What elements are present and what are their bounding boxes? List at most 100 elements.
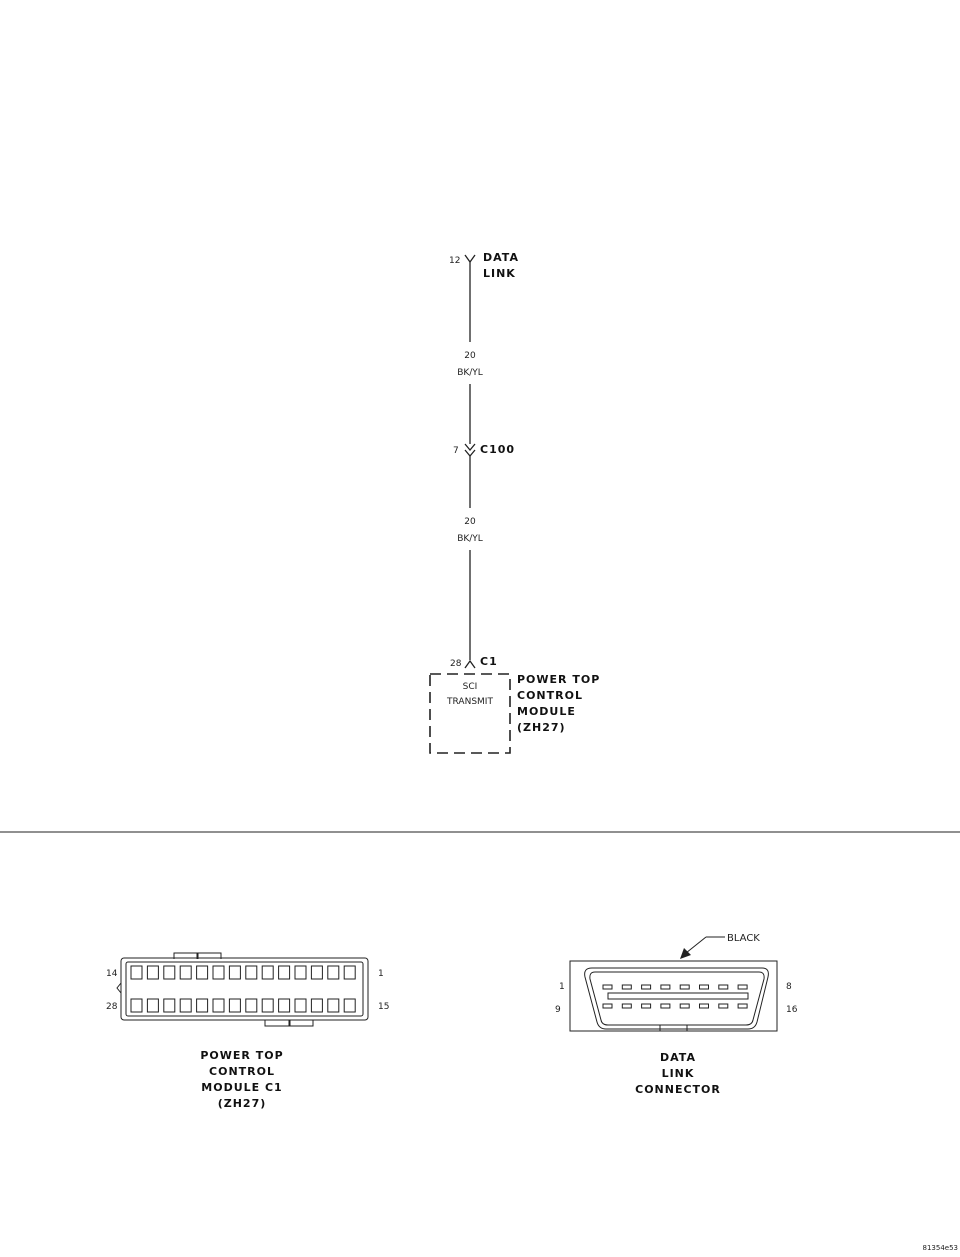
figure-id: 81354e53 (923, 1244, 958, 1252)
dlc-caption-2: LINK (662, 1067, 695, 1080)
data-link-terminal: 12 DATA LINK (449, 251, 519, 280)
cavity-top (228, 965, 241, 980)
dlc-label-pin-8: 8 (786, 982, 792, 992)
cavity-top (310, 965, 323, 980)
c1-caption-4: (ZH27) (218, 1097, 267, 1110)
bottom-latch-left (264, 1020, 290, 1027)
dlc-cavity-bottom (679, 1003, 690, 1009)
dlc-cavity-top (679, 984, 690, 990)
cavity-bottom (163, 998, 176, 1013)
cavity-bottom (261, 998, 274, 1013)
dlc-face-outer (584, 967, 769, 1030)
dlc-bottom-tab (659, 1024, 688, 1032)
dlc-label-pin-9: 9 (555, 1005, 561, 1015)
c100-label: C100 (480, 443, 515, 456)
c1-label-pin-1: 1 (378, 969, 384, 979)
dlc-cavity-top (641, 984, 652, 990)
dlc-cavity-bottom (602, 1003, 613, 1009)
cavity-top (261, 965, 274, 980)
cavity-bottom (245, 998, 258, 1013)
module-name-4: (ZH27) (517, 721, 566, 734)
dlc-cavity-top (699, 984, 709, 990)
module-name-2: CONTROL (517, 689, 583, 702)
dlc-cavity-bottom (660, 1003, 671, 1009)
cavity-bottom (179, 998, 192, 1013)
ptcm-c1-connector: 14 1 28 15 POWER TOP CONTROL MODULE C1 (… (106, 952, 389, 1110)
cavity-bottom (212, 998, 225, 1013)
dlc-cavity-bottom (699, 1003, 709, 1009)
module-name-3: MODULE (517, 705, 576, 718)
connector-body-outer (120, 957, 369, 1021)
cavity-top (245, 965, 258, 980)
cavity-bottom (278, 998, 291, 1013)
c100-pin: 7 (453, 446, 459, 456)
cavity-top (343, 965, 356, 980)
top-latch-left (173, 952, 198, 959)
dlc-cavity-bottom (641, 1003, 652, 1009)
c1-caption-1: POWER TOP (200, 1049, 283, 1062)
power-top-control-module: SCI TRANSMIT POWER TOP CONTROL MODULE (Z… (429, 673, 600, 754)
dlc-label-pin-1: 1 (559, 982, 565, 992)
dlc-face-inner (589, 971, 765, 1026)
cavity-top (294, 965, 307, 980)
cavity-top (146, 965, 159, 980)
module-name-1: POWER TOP (517, 673, 600, 686)
cavity-bottom (343, 998, 356, 1013)
dlc-cavity-top (660, 984, 671, 990)
module-outline (429, 673, 511, 754)
cavity-bottom (196, 998, 209, 1013)
dlc-cavity-bottom (621, 1003, 632, 1009)
cavity-bottom (327, 998, 340, 1013)
data-link-label-2: LINK (483, 267, 516, 280)
schematic: 12 DATA LINK 20 BK/YL 7 C100 20 BK/YL 28… (429, 251, 600, 754)
top-latch-right (197, 952, 222, 959)
cavity-top (163, 965, 176, 980)
bottom-latch-right (289, 1020, 314, 1027)
cavity-top (278, 965, 291, 980)
module-pin-function-1: SCI (463, 682, 478, 692)
dlc-cavity-top (718, 984, 729, 990)
c1-label: C1 (480, 655, 498, 668)
wire-2-color: BK/YL (457, 534, 483, 544)
c1-label-pin-15: 15 (378, 1002, 389, 1012)
cavity-bottom (294, 998, 307, 1013)
cavity-top (196, 965, 209, 980)
data-link-pin: 12 (449, 256, 460, 266)
cavity-bottom (146, 998, 159, 1013)
dlc-cavity-top (602, 984, 613, 990)
wire-1-gauge: 20 (464, 351, 476, 361)
dlc-cavity-top (737, 984, 748, 990)
dlc-cavity-top (621, 984, 632, 990)
data-link-connector: BLACK 1 8 9 16 DATA LINK CONNECTOR (555, 933, 798, 1096)
c100-connector: 7 C100 (453, 443, 515, 458)
cavity-bottom (130, 998, 143, 1013)
callout-arrow-icon (680, 948, 691, 959)
wire-2-gauge: 20 (464, 517, 476, 527)
callout-leader-diag (685, 936, 707, 954)
dlc-cavity-bottom (718, 1003, 729, 1009)
cavity-top (179, 965, 192, 980)
c1-label-pin-28: 28 (106, 1002, 118, 1012)
cavity-bottom (228, 998, 241, 1013)
wire-1-color: BK/YL (457, 368, 483, 378)
c1-label-pin-14: 14 (106, 969, 118, 979)
dlc-caption-1: DATA (660, 1051, 696, 1064)
dlc-pin-cavities (602, 984, 748, 1009)
dlc-center-bar (607, 992, 749, 1000)
key-notch (116, 982, 122, 994)
c1-pin: 28 (450, 659, 462, 669)
cavity-top (212, 965, 225, 980)
dlc-callout: BLACK (727, 933, 760, 944)
pin-cavities (130, 965, 356, 1013)
c1-caption-3: MODULE C1 (201, 1081, 282, 1094)
cavity-top (130, 965, 143, 980)
data-link-label-1: DATA (483, 251, 519, 264)
connector-body-inner (125, 961, 364, 1017)
c1-terminal: 28 C1 (450, 655, 498, 669)
module-pin-function-2: TRANSMIT (446, 697, 493, 707)
c1-caption-2: CONTROL (209, 1065, 275, 1078)
cavity-bottom (310, 998, 323, 1013)
dlc-label-pin-16: 16 (786, 1005, 798, 1015)
dlc-caption-3: CONNECTOR (635, 1083, 721, 1096)
